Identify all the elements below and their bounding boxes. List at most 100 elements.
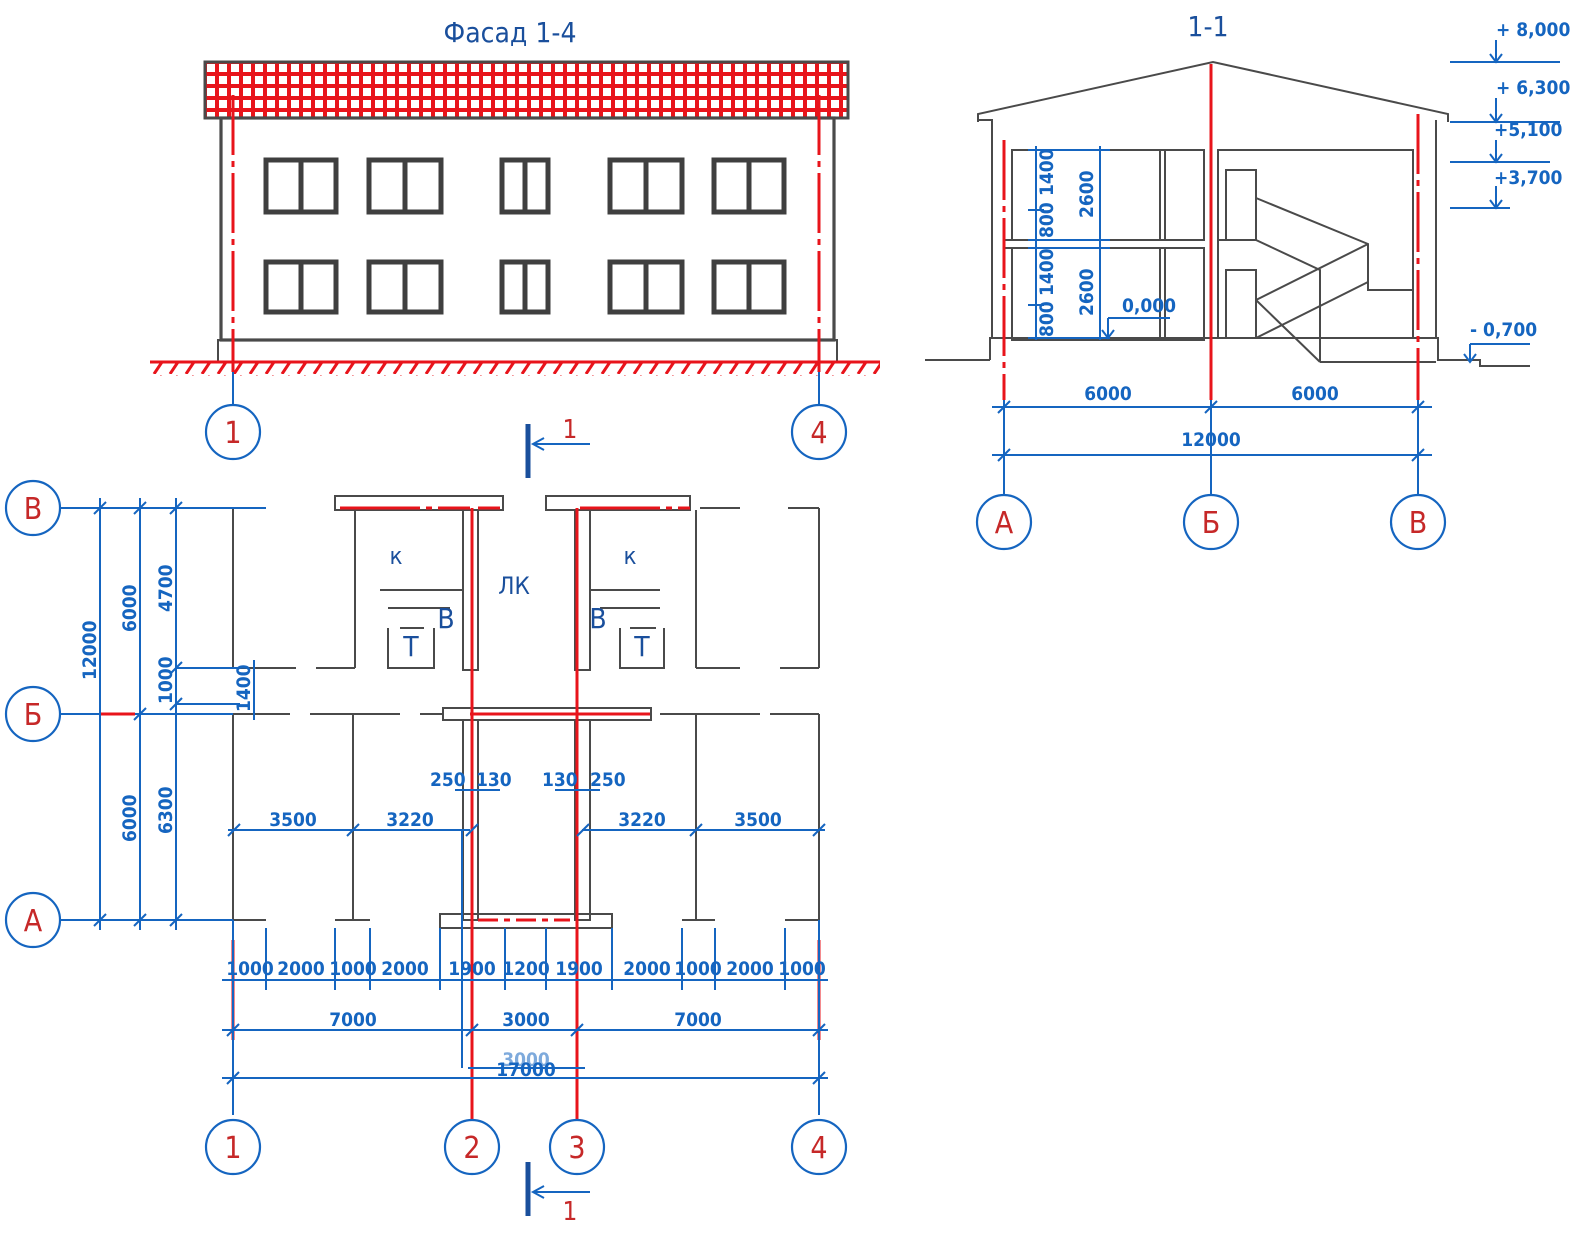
dim-250-right: 250 (590, 769, 626, 791)
section-dims-horizontal: 6000 6000 12000 (992, 383, 1432, 495)
section-axis-label-A: А (995, 506, 1014, 541)
plan-dims-left: 12000 6000 6000 4700 1000 1400 6300 (79, 498, 255, 930)
facade-ground-hatch (150, 362, 880, 376)
dim-7000-left: 7000 (329, 1009, 377, 1031)
dim-b1-3: 2000 (381, 958, 429, 980)
dim-b1-0: 1000 (226, 958, 274, 980)
plan-axis-label-A: А (24, 904, 43, 939)
facade: Фасад 1-4 1 4 (150, 16, 880, 461)
room-kitchen-left: к (389, 542, 402, 570)
dim-3000-overlap: 3000 (502, 1049, 550, 1071)
room-toilet-left: Т (402, 630, 419, 663)
dim-b1-4: 1900 (448, 958, 496, 980)
plan-dims-bottom-3: 3000 17000 (222, 1049, 828, 1085)
dim-800-upper: 800 (1036, 202, 1058, 238)
dim-3000: 3000 (502, 1009, 550, 1031)
plan-axis-label-1: 1 (224, 1131, 241, 1166)
dim-3500-left: 3500 (269, 809, 317, 831)
plan-axis-label-2: 2 (463, 1131, 480, 1166)
dim-3500-right: 3500 (734, 809, 782, 831)
level-8000: + 8,000 (1496, 19, 1570, 41)
dim-1000: 1000 (155, 656, 177, 704)
facade-axis-label-4: 4 (810, 416, 827, 451)
room-kitchen-right: к (623, 542, 636, 570)
dim-800-lower: 800 (1036, 301, 1058, 337)
section-roof (977, 60, 1449, 122)
dim-2600-upper: 2600 (1076, 170, 1098, 218)
section-axis-bubble-V (1389, 493, 1447, 551)
plan-axis-label-B: Б (24, 698, 43, 733)
dim-130-right: 130 (542, 769, 578, 791)
plan-axis-bubble-1 (204, 1118, 262, 1176)
plan-axis-bubble-4 (790, 1118, 848, 1176)
plan-walls (232, 495, 820, 929)
dim-b1-1: 2000 (277, 958, 325, 980)
facade-plinth (217, 339, 838, 363)
plan-axis-bubble-2 (443, 1118, 501, 1176)
dim-b1-7: 2000 (623, 958, 671, 980)
dim-b1-5: 1200 (502, 958, 550, 980)
facade-title: Фасад 1-4 (444, 16, 577, 49)
dim-6000-left: 6000 (1084, 383, 1132, 405)
level-6300: + 6,300 (1496, 77, 1570, 99)
section-axis-label-V: В (1409, 506, 1428, 541)
section-stair-flight (1255, 197, 1414, 291)
plan-dims-bottom-2: 7000 3000 7000 (222, 830, 828, 1068)
plan-axis-bubbles: В Б А 1 2 3 4 (4, 479, 848, 1176)
plan-axis-label-3: 3 (568, 1131, 585, 1166)
dim-2600-lower: 2600 (1076, 268, 1098, 316)
section-wall-left (978, 119, 993, 360)
section-cut-label-bottom: 1 (563, 1197, 578, 1227)
facade-windows (263, 157, 787, 315)
dim-7000-right: 7000 (674, 1009, 722, 1031)
dim-b1-10: 1000 (778, 958, 826, 980)
plan-axis-bubble-V (4, 479, 62, 537)
dim-12000: 12000 (1181, 429, 1241, 451)
plan-dims-bottom-1: 1000 2000 1000 2000 1900 1200 1900 2000 … (222, 928, 828, 990)
section-dims-vertical: 1400 800 2600 1400 800 2600 (1028, 146, 1110, 340)
dim-b1-2: 1000 (329, 958, 377, 980)
dim-130-left: 130 (476, 769, 512, 791)
floor-plan: 1 1 (4, 415, 848, 1227)
section-axis-label-B: Б (1202, 506, 1221, 541)
dim-b1-9: 2000 (726, 958, 774, 980)
level-0000: 0,000 (1122, 295, 1176, 317)
dim-1400-upper: 1400 (1036, 148, 1058, 196)
dim-6000-right: 6000 (1291, 383, 1339, 405)
section-axis-bubble-A (975, 493, 1033, 551)
facade-axis-bubble-4 (790, 403, 848, 461)
dim-250-left: 250 (430, 769, 466, 791)
level-5100: +5,100 (1494, 119, 1562, 141)
dim-3220-left: 3220 (386, 809, 434, 831)
dim-4700: 4700 (155, 564, 177, 612)
dim-1400-lower: 1400 (1036, 248, 1058, 296)
section-levels: + 8,000 + 6,300 +5,100 +3,700 - 0,700 (1450, 19, 1570, 364)
dim-b1-6: 1900 (555, 958, 603, 980)
facade-axis-bubble-1 (204, 403, 262, 461)
room-bath-right: В (589, 602, 606, 635)
plan-axis-label-V: В (24, 492, 43, 527)
plan-axis-bubble-3 (548, 1118, 606, 1176)
plan-axis-label-4: 4 (810, 1131, 827, 1166)
dim-3220-right: 3220 (618, 809, 666, 831)
room-stair: ЛК (498, 572, 530, 600)
dim-12000-vertical: 12000 (79, 620, 101, 680)
plan-axis-bubble-A (4, 891, 62, 949)
room-bath-left: В (437, 602, 454, 635)
section-stair-room (1217, 149, 1414, 339)
section-1-1: 1-1 (925, 10, 1570, 551)
plan-axis-bubble-B (4, 685, 62, 743)
level-minus-0700: - 0,700 (1470, 319, 1537, 341)
section-title: 1-1 (1187, 10, 1228, 43)
dim-17000: 17000 (496, 1059, 556, 1081)
dim-1400: 1400 (233, 664, 255, 712)
facade-roof (203, 60, 850, 120)
dim-6000-upper: 6000 (119, 584, 141, 632)
facade-axis-label-1: 1 (224, 416, 241, 451)
plan-dims-inner: 250 130 130 250 3500 3220 3220 3500 (227, 769, 826, 837)
section-cut-label-top: 1 (563, 415, 578, 445)
section-axis-bubble-B (1182, 493, 1240, 551)
dim-6000-lower: 6000 (119, 794, 141, 842)
dim-6300: 6300 (155, 786, 177, 834)
